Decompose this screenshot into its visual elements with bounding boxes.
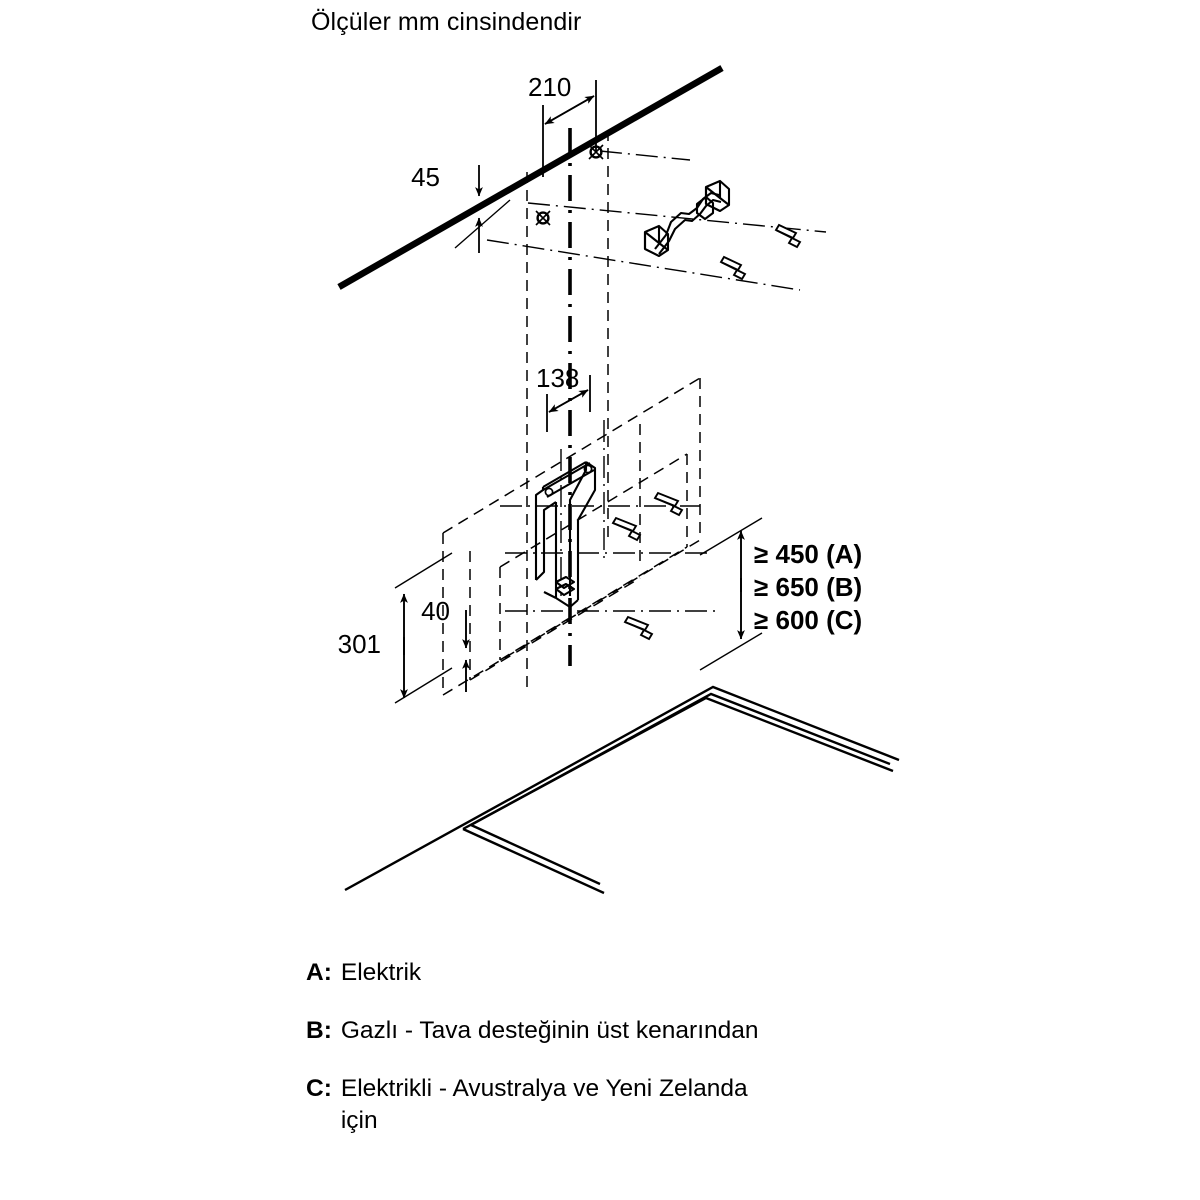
upper-mounting-bracket-assembly [486,144,827,291]
legend-key-b: B: [306,1016,332,1044]
wall-screw [623,615,654,641]
dimension-138: 138 [536,363,591,432]
lower-projection-axes [500,420,720,612]
legend-text-c: Elektrikli - Avustralya ve Yeni Zelanda … [340,1074,748,1134]
dimension-301-label: 301 [338,629,381,659]
screw-hole-marker [588,144,604,160]
screw-hole-marker [535,210,551,226]
wall-screw [653,491,684,517]
clearance-dimension: ≥ 450 (A) ≥ 650 (B) ≥ 600 (C) [699,517,862,671]
dimension-210-label: 210 [528,72,571,102]
wall-panel-outline-inner [499,453,688,661]
clearance-b-label: ≥ 650 (B) [754,572,862,602]
legend-key-a: A: [306,959,332,986]
legend-item-a: A: Elektrik [306,957,946,989]
legend-item-b: B: Gazlı - Tava desteğinin üst kenarında… [306,1015,946,1047]
legend: A: Elektrik B: Gazlı - Tava desteğinin ü… [306,957,946,1162]
legend-item-c: C: Elektrikli - Avustralya ve Yeni Zelan… [306,1073,946,1137]
cooktop-outline [344,685,900,895]
dimension-301: 301 [338,552,453,704]
hood-wall-bracket [534,461,597,609]
clearance-a-label: ≥ 450 (A) [754,539,862,569]
wall-screw [611,516,642,542]
arch-bracket [643,179,731,258]
wall-screw [719,255,747,281]
dimension-210: 210 [528,72,597,177]
dimension-45: 45 [411,162,511,253]
wall-screw [774,223,802,249]
dimension-40-label: 40 [421,596,450,626]
clearance-c-label: ≥ 600 (C) [754,605,862,635]
legend-text-a: Elektrik [340,959,422,986]
legend-key-c: C: [306,1074,332,1102]
wall-ceiling-line [337,65,724,290]
page-title: Ölçüler mm cinsindendir [311,8,582,36]
dimension-40: 40 [421,596,470,692]
dimension-45-label: 45 [411,162,440,192]
wall-panel-outline-depth [469,424,641,681]
dimension-138-label: 138 [536,363,579,393]
wall-panel-outline-outer [442,377,701,696]
legend-text-b: Gazlı - Tava desteğinin üst kenarından [340,1016,759,1044]
